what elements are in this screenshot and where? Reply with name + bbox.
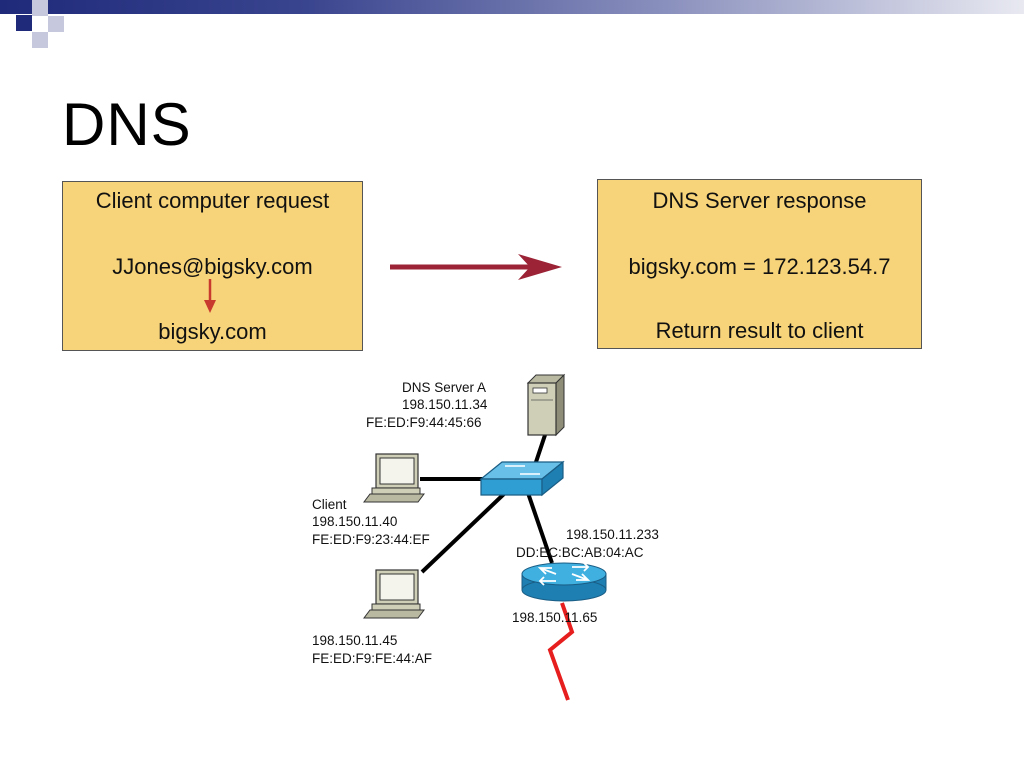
host2-mac: FE:ED:F9:FE:44:AF — [312, 651, 433, 666]
client-request-box: Client computer request JJones@bigsky.co… — [62, 181, 363, 351]
computer-icon — [363, 569, 425, 619]
response-heading: DNS Server response — [652, 188, 867, 213]
client-ip: 198.150.11.40 — [312, 514, 398, 529]
header-square-light — [32, 0, 48, 16]
dns-response-box: DNS Server response bigsky.com = 172.123… — [597, 179, 922, 349]
wan-link-icon — [547, 602, 575, 701]
header-square-light — [48, 16, 64, 32]
client-name: Client — [312, 497, 347, 512]
header-square-dark — [16, 15, 32, 31]
computer-icon — [363, 453, 425, 503]
router-upper-mac: DD:EC:BC:AB:04:AC — [516, 545, 644, 560]
client-mac: FE:ED:F9:23:44:EF — [312, 532, 430, 547]
server-icon — [526, 373, 566, 437]
dns-server-ip: 198.150.11.34 — [402, 397, 488, 412]
right-arrow-icon — [390, 254, 562, 280]
dns-server-name: DNS Server A — [402, 380, 487, 395]
link-server-switch — [533, 434, 547, 466]
router-upper-ip: 198.150.11.233 — [566, 527, 659, 542]
response-footer: Return result to client — [655, 318, 864, 343]
slide-title: DNS — [62, 91, 192, 158]
link-router-switch — [526, 492, 554, 564]
header-square-light — [32, 32, 48, 48]
down-arrow-icon — [204, 279, 216, 313]
header-gradient-bar — [0, 0, 1024, 14]
switch-icon — [479, 460, 565, 497]
response-mapping: bigsky.com = 172.123.54.7 — [628, 254, 891, 279]
router-icon — [521, 562, 607, 602]
dns-server-mac: FE:ED:F9:44:45:66 — [366, 415, 482, 430]
request-heading: Client computer request — [95, 188, 330, 213]
link-host-switch — [420, 491, 507, 574]
router-lower-ip: 198.150.11.65 — [512, 610, 598, 625]
request-email: JJones@bigsky.com — [112, 254, 313, 279]
request-domain: bigsky.com — [158, 319, 267, 344]
host2-ip: 198.150.11.45 — [312, 633, 398, 648]
